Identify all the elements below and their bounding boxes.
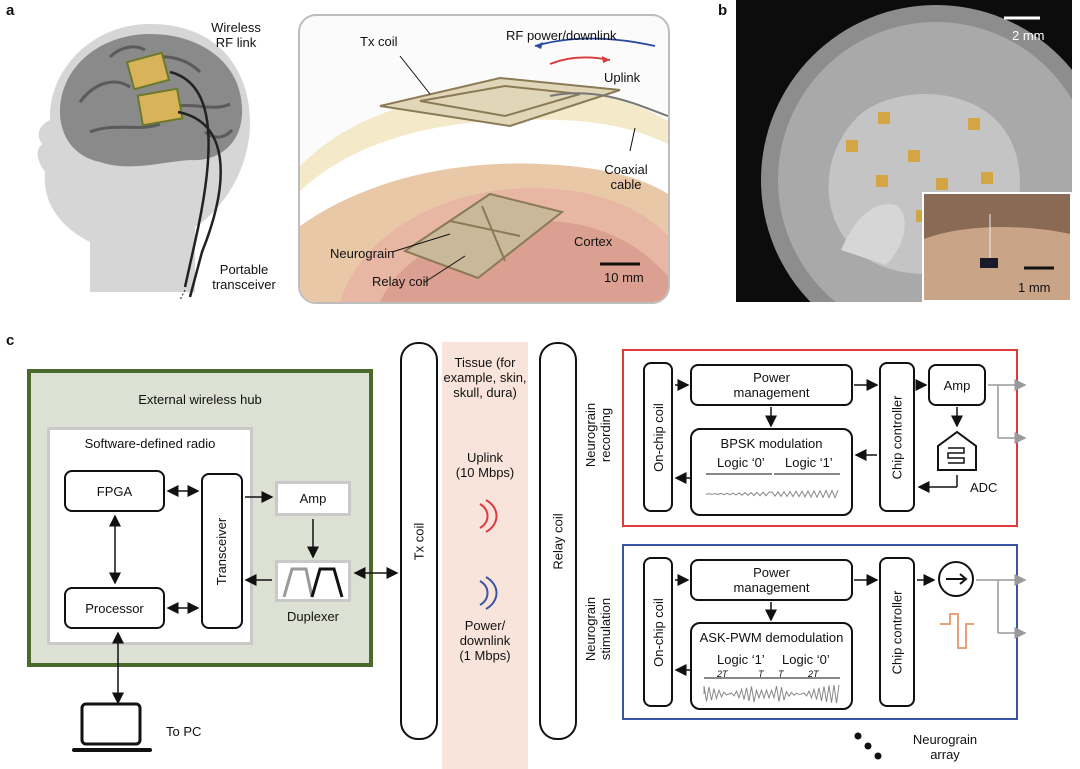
recording-side-label: Neurograin recording <box>583 402 613 468</box>
rec-onchip-coil: On-chip coil <box>643 362 673 512</box>
transceiver-block: Transceiver <box>201 473 243 629</box>
stim-t-b: T <box>778 669 784 679</box>
stim-onchip-coil: On-chip coil <box>643 557 673 707</box>
relay-coil-label-a: Relay coil <box>372 274 429 289</box>
adc-label: ADC <box>970 480 998 495</box>
hub-connectors <box>109 485 399 705</box>
uplink-label-a: Uplink <box>604 70 641 85</box>
tx-coil-pill: Tx coil <box>400 342 438 740</box>
neurograins-on-coin <box>846 112 993 222</box>
stim-logic-b: Logic ‘0’ <box>782 652 830 667</box>
stimulation-side-label: Neurograin stimulation <box>583 596 613 662</box>
current-source-icon <box>938 561 974 597</box>
relay-coil-pill: Relay coil <box>539 342 577 740</box>
askpwm-label: ASK-PWM demodulation <box>699 630 844 645</box>
stim-2t-b: 2T <box>808 669 819 679</box>
head-illustration <box>37 24 250 301</box>
stimulation-connectors <box>674 574 1027 676</box>
tissue-label: Tissue (for example, skin, skull, dura) <box>443 355 527 400</box>
scale-10mm-label: 10 mm <box>604 270 644 285</box>
array-dots-icon <box>854 732 882 760</box>
stim-t-a: T <box>758 669 764 679</box>
duplexer-block <box>275 560 351 602</box>
wireless-link-label: Wireless RF link <box>211 20 261 50</box>
implant-render-panel <box>298 14 670 304</box>
coin-photo <box>736 0 1072 302</box>
tx-coil-label: Tx coil <box>360 34 398 49</box>
panel-c-letter: c <box>6 332 15 349</box>
stim-power-label: Power management <box>733 565 810 595</box>
duplexer-filter-icon <box>282 567 344 598</box>
tissue-band <box>442 342 528 769</box>
fpga-label: FPGA <box>96 483 133 499</box>
downlink-label: Power/ downlink (1 Mbps) <box>459 618 511 663</box>
adc-icon <box>937 430 977 471</box>
amp-label: Amp <box>299 491 327 506</box>
rec-chip-controller: Chip controller <box>879 362 915 512</box>
stim-power-management: Power management <box>690 559 853 601</box>
stim-2t-a: 2T <box>717 669 728 679</box>
coaxial-cable-label: Coaxial cable <box>604 162 648 192</box>
processor-label: Processor <box>85 600 144 616</box>
rec-amp-label: Amp <box>943 377 971 393</box>
uplink-wave-icon <box>479 499 498 533</box>
laptop-icon <box>72 702 152 752</box>
sdr-title: Software-defined radio <box>84 436 216 451</box>
bpsk-modulation-block <box>690 428 853 516</box>
uplink-arrow <box>549 56 611 65</box>
implant-left <box>125 51 184 127</box>
amp-block: Amp <box>275 481 351 516</box>
cortex-label: Cortex <box>574 234 613 249</box>
scale-1mm-label: 1 mm <box>1018 280 1051 295</box>
recording-connectors <box>674 379 1027 493</box>
panel-a-letter: a <box>6 2 15 19</box>
downlink-arrow <box>534 37 656 47</box>
bpsk-label: BPSK modulation <box>720 436 823 451</box>
neurograin-label: Neurograin <box>330 246 395 261</box>
stim-logic-a: Logic ‘1’ <box>717 652 765 667</box>
stim-chip-controller: Chip controller <box>879 557 915 707</box>
uplink-label-c: Uplink (10 Mbps) <box>455 450 515 480</box>
scale-2mm-label: 2 mm <box>1012 28 1045 43</box>
rec-amp-block: Amp <box>928 364 986 406</box>
portable-transceiver-label: Portable transceiver <box>212 262 276 292</box>
rec-logic-a: Logic ‘0’ <box>717 455 765 470</box>
array-label: Neurograin array <box>912 732 978 762</box>
duplexer-label: Duplexer <box>286 609 340 624</box>
rec-power-label: Power management <box>733 370 810 400</box>
processor-block: Processor <box>64 587 165 629</box>
panel-b-letter: b <box>718 2 728 19</box>
downlink-wave-icon <box>479 576 498 610</box>
relay-coil-shape <box>402 192 565 280</box>
hub-title: External wireless hub <box>138 392 262 407</box>
inset-photo <box>922 192 1072 302</box>
bpsk-waveform <box>705 473 840 500</box>
implant-render <box>300 37 668 302</box>
rec-logic-b: Logic ‘1’ <box>785 455 833 470</box>
stim-pulse-icon <box>940 613 974 649</box>
fpga-block: FPGA <box>64 470 165 512</box>
rf-power-downlink-label: RF power/downlink <box>506 28 617 43</box>
askpwm-waveform <box>703 677 840 704</box>
rec-power-management: Power management <box>690 364 853 406</box>
inset-image <box>924 194 1070 270</box>
to-pc-label: To PC <box>166 724 202 739</box>
